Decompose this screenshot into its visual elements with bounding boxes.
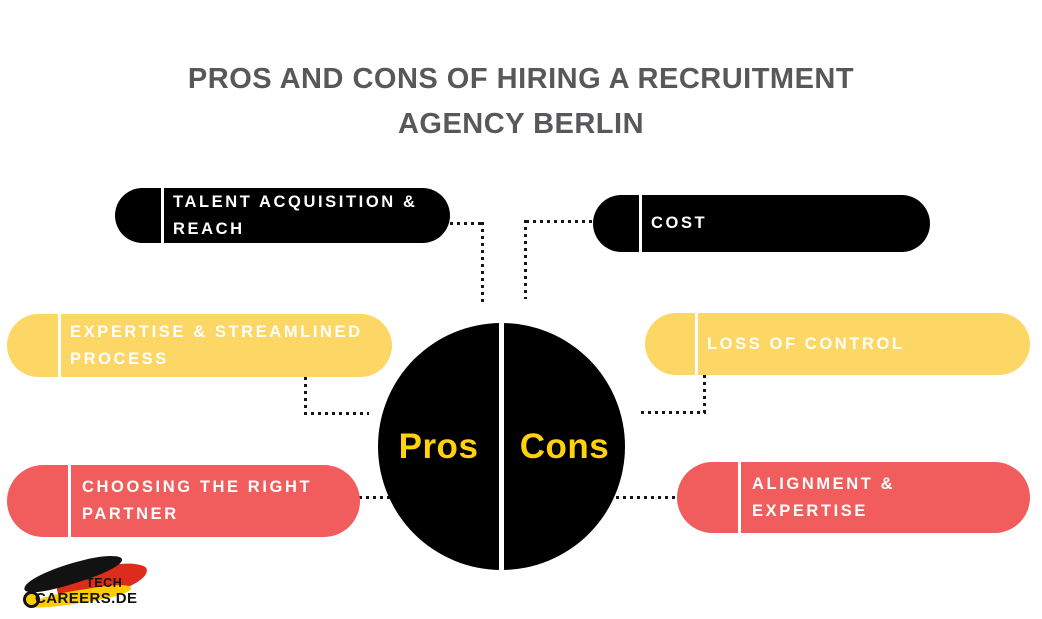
pill-accent-line bbox=[738, 462, 741, 533]
connector-alignment-horizontal bbox=[616, 496, 679, 499]
circle-pros-label: Pros bbox=[398, 426, 479, 466]
circle-cons-label: Cons bbox=[519, 426, 610, 466]
connector-loss-vertical bbox=[703, 375, 706, 414]
connector-talent-vertical bbox=[481, 222, 484, 306]
pill-accent-line bbox=[639, 195, 642, 252]
cons-pill-label: ALIGNMENT & EXPERTISE bbox=[752, 474, 896, 520]
pros-pill-label: TALENT ACQUISITION & REACH bbox=[173, 192, 418, 238]
connector-cost-vertical bbox=[524, 220, 527, 299]
techcareers-logo: TECH CAREERS.DE bbox=[20, 550, 152, 616]
pros-pill-talent-acquisition: TALENT ACQUISITION & REACH bbox=[115, 188, 450, 243]
page-title: PROS AND CONS OF HIRING A RECRUITMENT AG… bbox=[187, 63, 855, 140]
cons-pill-alignment-expertise: ALIGNMENT & EXPERTISE bbox=[677, 462, 1030, 533]
pill-accent-line bbox=[161, 188, 164, 243]
connector-expertise-horizontal bbox=[304, 412, 369, 415]
pros-cons-circle: Pros Cons bbox=[378, 323, 625, 570]
connector-talent-horizontal bbox=[450, 222, 484, 225]
pill-accent-line bbox=[695, 313, 698, 375]
pill-accent-line bbox=[68, 465, 71, 537]
connector-choosing-horizontal bbox=[359, 496, 394, 499]
cons-pill-cost: COST bbox=[593, 195, 930, 252]
pros-pill-label: CHOOSING THE RIGHT PARTNER bbox=[82, 478, 313, 523]
pros-pill-label: EXPERTISE & STREAMLINED PROCESS bbox=[70, 322, 363, 368]
logo-text-careers: CAREERS.DE bbox=[35, 590, 138, 607]
circle-divider-line bbox=[499, 323, 504, 570]
pros-pill-choosing-partner: CHOOSING THE RIGHT PARTNER bbox=[7, 465, 360, 537]
cons-pill-loss-of-control: LOSS OF CONTROL bbox=[645, 313, 1030, 375]
connector-loss-horizontal bbox=[641, 411, 706, 414]
pill-accent-line bbox=[58, 314, 61, 377]
cons-pill-label: COST bbox=[651, 214, 708, 232]
pros-pill-expertise-process: EXPERTISE & STREAMLINED PROCESS bbox=[7, 314, 392, 377]
logo-text-tech: TECH bbox=[86, 576, 123, 590]
logo-gear-icon bbox=[23, 591, 40, 608]
connector-cost-horizontal bbox=[526, 220, 593, 223]
connector-expertise-vertical bbox=[304, 377, 307, 415]
cons-pill-label: LOSS OF CONTROL bbox=[707, 334, 905, 353]
